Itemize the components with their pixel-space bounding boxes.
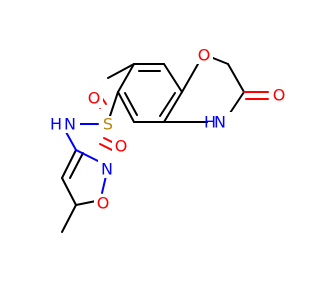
bond-c8a-c4a bbox=[163, 91, 183, 123]
atom-o-sulfonyl-top: O bbox=[88, 89, 101, 108]
bond-methyl-c7 bbox=[107, 63, 135, 79]
bond-c8-c8a bbox=[163, 63, 183, 93]
bond-c8a-o1 bbox=[181, 63, 199, 93]
bond-c5-c6 bbox=[117, 91, 135, 123]
atom-h-ring: H bbox=[204, 113, 216, 132]
bond-iso-n-o bbox=[101, 175, 107, 194]
bond-iso-c5-methyl bbox=[61, 204, 77, 233]
bonds bbox=[61, 55, 269, 233]
bond-n-c3-isoxazole bbox=[65, 131, 77, 151]
atom-o-carbonyl: O bbox=[273, 86, 286, 105]
atom-labels: O O N H S O O H N N O bbox=[50, 46, 288, 213]
bond-c5-c6-double bbox=[124, 92, 138, 116]
bond-iso-c4-c5 bbox=[61, 177, 77, 206]
atom-s: S bbox=[103, 115, 113, 134]
atom-o-ring: O bbox=[198, 46, 211, 65]
atom-o-sulfonyl-bottom: O bbox=[115, 137, 128, 156]
atom-n-isoxazole: N bbox=[101, 160, 113, 179]
atom-n-ring: N bbox=[214, 113, 226, 132]
bond-s-o-bottom-double bbox=[99, 143, 113, 151]
atom-n-sulfonamide: N bbox=[64, 115, 76, 134]
atom-h-sulfonamide: H bbox=[50, 115, 62, 134]
bond-c6-c7 bbox=[117, 63, 135, 93]
bond-c2-c3 bbox=[227, 63, 245, 93]
atom-o-isoxazole: O bbox=[97, 194, 110, 213]
molecule-structure: O O N H S O O H N N O bbox=[49, 45, 288, 233]
bond-c8a-c4a-double bbox=[159, 92, 176, 117]
bond-iso-c3-c4 bbox=[61, 149, 77, 179]
bond-iso-c3-c4-double bbox=[69, 152, 84, 179]
bond-iso-c5-o bbox=[75, 200, 97, 206]
